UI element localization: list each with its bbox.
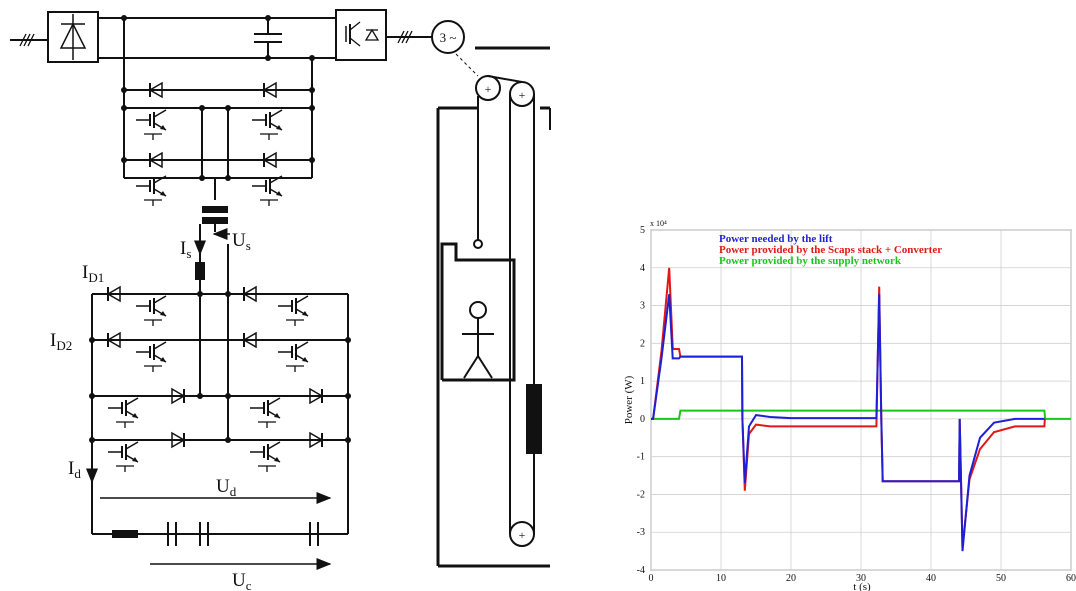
id-label: I bbox=[68, 458, 74, 479]
svg-text:ID1: ID1 bbox=[82, 262, 104, 285]
is-label: I bbox=[180, 238, 186, 259]
y-axis-ticks: 5 4 3 2 1 0 -1 -2 -3 -4 bbox=[637, 225, 645, 576]
circuit-labels: 3 ~ Us Is ID1 ID2 Id Ud Uc bbox=[50, 30, 456, 591]
uc-label: U bbox=[232, 570, 246, 591]
motor-label: 3 ~ bbox=[440, 30, 457, 45]
pulley-plus-marks: + + + bbox=[485, 82, 526, 542]
svg-text:ID2: ID2 bbox=[50, 330, 72, 353]
x-axis-label: t (s) bbox=[853, 581, 871, 591]
supercapacitor-stack bbox=[112, 522, 319, 546]
x-tick-label: 40 bbox=[926, 573, 936, 584]
lift-schematic bbox=[436, 46, 551, 568]
y-tick-label: -4 bbox=[637, 565, 645, 576]
legend-entry-1: Power needed by the lift bbox=[719, 233, 833, 245]
svg-text:Id: Id bbox=[68, 458, 81, 481]
chart-series bbox=[651, 267, 1071, 552]
svg-text:Us: Us bbox=[232, 230, 251, 253]
x-tick-label: 30 bbox=[856, 573, 866, 584]
x-tick-label: 20 bbox=[786, 573, 796, 584]
id1-label: I bbox=[82, 262, 88, 283]
chopper-switches-upper bbox=[135, 82, 283, 207]
chart-grid bbox=[650, 229, 1072, 571]
legend-entry-2: Power provided by the Scaps stack + Conv… bbox=[719, 244, 942, 256]
dc-link-capacitor bbox=[254, 18, 282, 58]
lift-car bbox=[440, 242, 516, 382]
legend-entry-3: Power provided by the supply network bbox=[719, 255, 902, 267]
ac-input-line bbox=[10, 33, 48, 47]
ud-label: U bbox=[216, 476, 230, 497]
rectifier-block bbox=[47, 11, 99, 63]
svg-text:+: + bbox=[519, 528, 526, 542]
svg-text:+: + bbox=[485, 82, 492, 96]
pulley-bottom bbox=[509, 521, 535, 547]
is-inductor bbox=[195, 262, 205, 280]
series-line-3 bbox=[651, 409, 1071, 420]
y-tick-label: 5 bbox=[640, 225, 645, 236]
svg-text:Is: Is bbox=[180, 238, 191, 261]
x-axis-ticks: 0 10 20 30 40 50 60 bbox=[649, 573, 1076, 584]
y-multiplier: x 10⁴ bbox=[650, 219, 667, 228]
junction-dots-upper bbox=[121, 15, 315, 181]
counterweight bbox=[526, 384, 542, 454]
id2-label: I bbox=[50, 330, 56, 351]
y-axis-label: Power (W) bbox=[623, 375, 635, 424]
series-line-1 bbox=[651, 294, 1045, 552]
x-tick-label: 60 bbox=[1066, 573, 1076, 584]
x-tick-label: 0 bbox=[649, 573, 654, 584]
series-line-2 bbox=[651, 267, 1046, 548]
svg-text:Ud: Ud bbox=[216, 476, 237, 499]
y-tick-label: 0 bbox=[640, 414, 645, 425]
y-tick-label: 2 bbox=[640, 338, 645, 349]
chopper-switches-lower bbox=[107, 286, 323, 473]
us-label: U bbox=[232, 230, 246, 251]
junction-dots-lower bbox=[89, 291, 351, 443]
lower-converter-wiring bbox=[91, 244, 349, 535]
svg-text:+: + bbox=[519, 88, 526, 102]
y-tick-label: -1 bbox=[637, 452, 645, 463]
svg-text:Uc: Uc bbox=[232, 570, 252, 591]
y-tick-label: 1 bbox=[640, 376, 645, 387]
power-converter-circuit-diagram bbox=[10, 9, 465, 200]
x-tick-label: 50 bbox=[996, 573, 1006, 584]
inverter-block bbox=[335, 9, 387, 61]
y-tick-label: -3 bbox=[637, 527, 645, 538]
y-tick-label: 4 bbox=[640, 263, 645, 274]
motor-symbol bbox=[431, 20, 465, 54]
y-tick-label: 3 bbox=[640, 301, 645, 312]
x-tick-label: 10 bbox=[716, 573, 726, 584]
y-tick-label: -2 bbox=[637, 489, 645, 500]
person-figure bbox=[462, 301, 494, 379]
motor-output-line bbox=[386, 30, 432, 44]
